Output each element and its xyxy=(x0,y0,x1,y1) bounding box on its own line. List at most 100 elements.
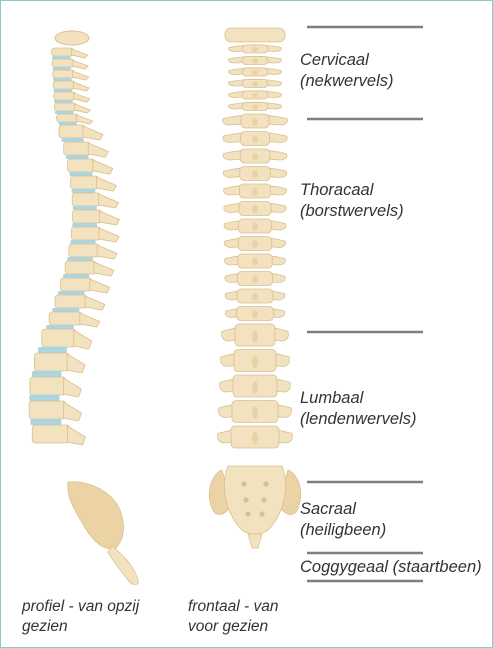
spinous-process xyxy=(74,93,90,102)
spinous-tip xyxy=(252,82,258,87)
intervertebral-disc xyxy=(54,89,73,92)
spinous-tip xyxy=(252,170,258,178)
sacrum-front xyxy=(224,466,285,534)
vertebra-body xyxy=(53,81,75,89)
intervertebral-disc xyxy=(70,240,95,244)
vertebra-body xyxy=(55,295,87,308)
spinous-process xyxy=(72,49,88,58)
intervertebral-disc xyxy=(54,100,73,103)
intervertebral-disc xyxy=(63,274,89,278)
intervertebral-disc xyxy=(69,172,92,176)
spinous-process xyxy=(83,126,103,140)
sacral-foramen xyxy=(241,481,246,486)
spinous-process xyxy=(96,177,116,191)
spinous-process xyxy=(67,354,85,373)
spinous-process xyxy=(73,82,89,91)
region-dividers xyxy=(307,27,423,581)
vertebra-body xyxy=(71,176,99,189)
sacral-foramen xyxy=(243,497,248,502)
label-coccygeal: Coggygeaal (staartbeen) xyxy=(300,557,482,578)
vertebra-body xyxy=(52,48,74,56)
intervertebral-disc xyxy=(32,371,62,377)
intervertebral-disc xyxy=(52,308,79,312)
caption-profile: profiel - van opzij gezien xyxy=(22,597,139,637)
spinous-process xyxy=(99,228,119,242)
spinous-tip xyxy=(252,432,258,444)
caption-frontal-line2: voor gezien xyxy=(188,617,278,637)
label-sacral: Sacraal (heiligbeen) xyxy=(300,499,386,541)
spinous-tip xyxy=(252,356,258,368)
label-sacral-desc: (heiligbeen) xyxy=(300,520,386,541)
caption-profile-line2: gezien xyxy=(22,617,139,637)
vertebra-body xyxy=(69,244,99,257)
caption-frontal-line1: frontaal - van xyxy=(188,597,278,617)
label-lumbar-name: Lumbaal xyxy=(300,388,416,409)
spinous-process xyxy=(90,279,110,293)
intervertebral-disc xyxy=(55,111,74,114)
spinous-process xyxy=(97,245,117,259)
vertebra-body xyxy=(57,114,79,122)
spinous-tip xyxy=(252,310,258,318)
vertebra-body xyxy=(53,70,75,78)
caption-frontal: frontaal - van voor gezien xyxy=(188,597,278,637)
coccyx-side xyxy=(108,546,138,585)
intervertebral-disc xyxy=(30,419,61,425)
sacral-foramen xyxy=(263,481,268,486)
intervertebral-disc xyxy=(67,257,93,261)
label-cervical-desc: (nekwervels) xyxy=(300,71,394,92)
sacral-foramen xyxy=(261,497,266,502)
label-lumbar: Lumbaal (lendenwervels) xyxy=(300,388,416,430)
spinous-tip xyxy=(252,47,258,52)
intervertebral-disc xyxy=(46,325,74,329)
spinous-process xyxy=(80,313,100,327)
intervertebral-disc xyxy=(53,78,72,81)
spine-front-view-icon xyxy=(209,28,300,548)
sacrum-side xyxy=(68,482,124,549)
spinous-process xyxy=(88,143,108,157)
spine-side-view-icon xyxy=(29,31,138,585)
intervertebral-disc xyxy=(52,56,71,59)
label-lumbar-desc: (lendenwervels) xyxy=(300,409,416,430)
label-cervical: Cervicaal (nekwervels) xyxy=(300,50,394,92)
spinous-tip xyxy=(252,240,258,248)
sacral-foramen xyxy=(259,511,264,516)
vertebra-body xyxy=(64,142,91,155)
label-sacral-name: Sacraal xyxy=(300,499,386,520)
spinous-process xyxy=(64,402,82,421)
spinous-process xyxy=(94,262,114,276)
label-cervical-name: Cervicaal xyxy=(300,50,394,71)
vertebra-body xyxy=(32,425,69,443)
spinous-process xyxy=(74,104,90,113)
label-thoracic: Thoracaal (borstwervels) xyxy=(300,180,404,222)
spinous-process xyxy=(85,296,105,310)
spinous-process xyxy=(74,330,92,349)
intervertebral-disc xyxy=(73,206,97,210)
spinous-tip xyxy=(252,153,258,161)
spinous-tip xyxy=(252,407,258,419)
spinous-tip xyxy=(252,188,258,196)
vertebra-body xyxy=(60,278,91,291)
vertebra-body xyxy=(54,92,76,100)
intervertebral-disc xyxy=(66,155,89,159)
vertebra-body xyxy=(72,193,100,206)
vertebra-body xyxy=(52,59,74,67)
sacral-foramen xyxy=(245,511,250,516)
spinous-tip xyxy=(252,223,258,231)
vertebra-body xyxy=(42,329,76,347)
intervertebral-disc xyxy=(38,347,67,353)
label-thoracic-name: Thoracaal xyxy=(300,180,404,201)
vertebra-body xyxy=(72,210,101,223)
intervertebral-disc xyxy=(52,67,71,70)
spinous-process xyxy=(99,194,119,208)
spinous-tip xyxy=(252,205,258,213)
spinous-tip xyxy=(252,258,258,266)
label-coccygeal-name: Coggygeaal (staartbeen) xyxy=(300,557,482,578)
spinous-process xyxy=(93,160,113,174)
label-thoracic-desc: (borstwervels) xyxy=(300,201,404,222)
intervertebral-disc xyxy=(62,138,84,142)
vertebra-body xyxy=(59,125,85,138)
spinous-tip xyxy=(252,275,258,283)
spinous-tip xyxy=(252,70,258,75)
coccyx-front xyxy=(248,534,262,548)
vertebra-body xyxy=(71,227,101,240)
